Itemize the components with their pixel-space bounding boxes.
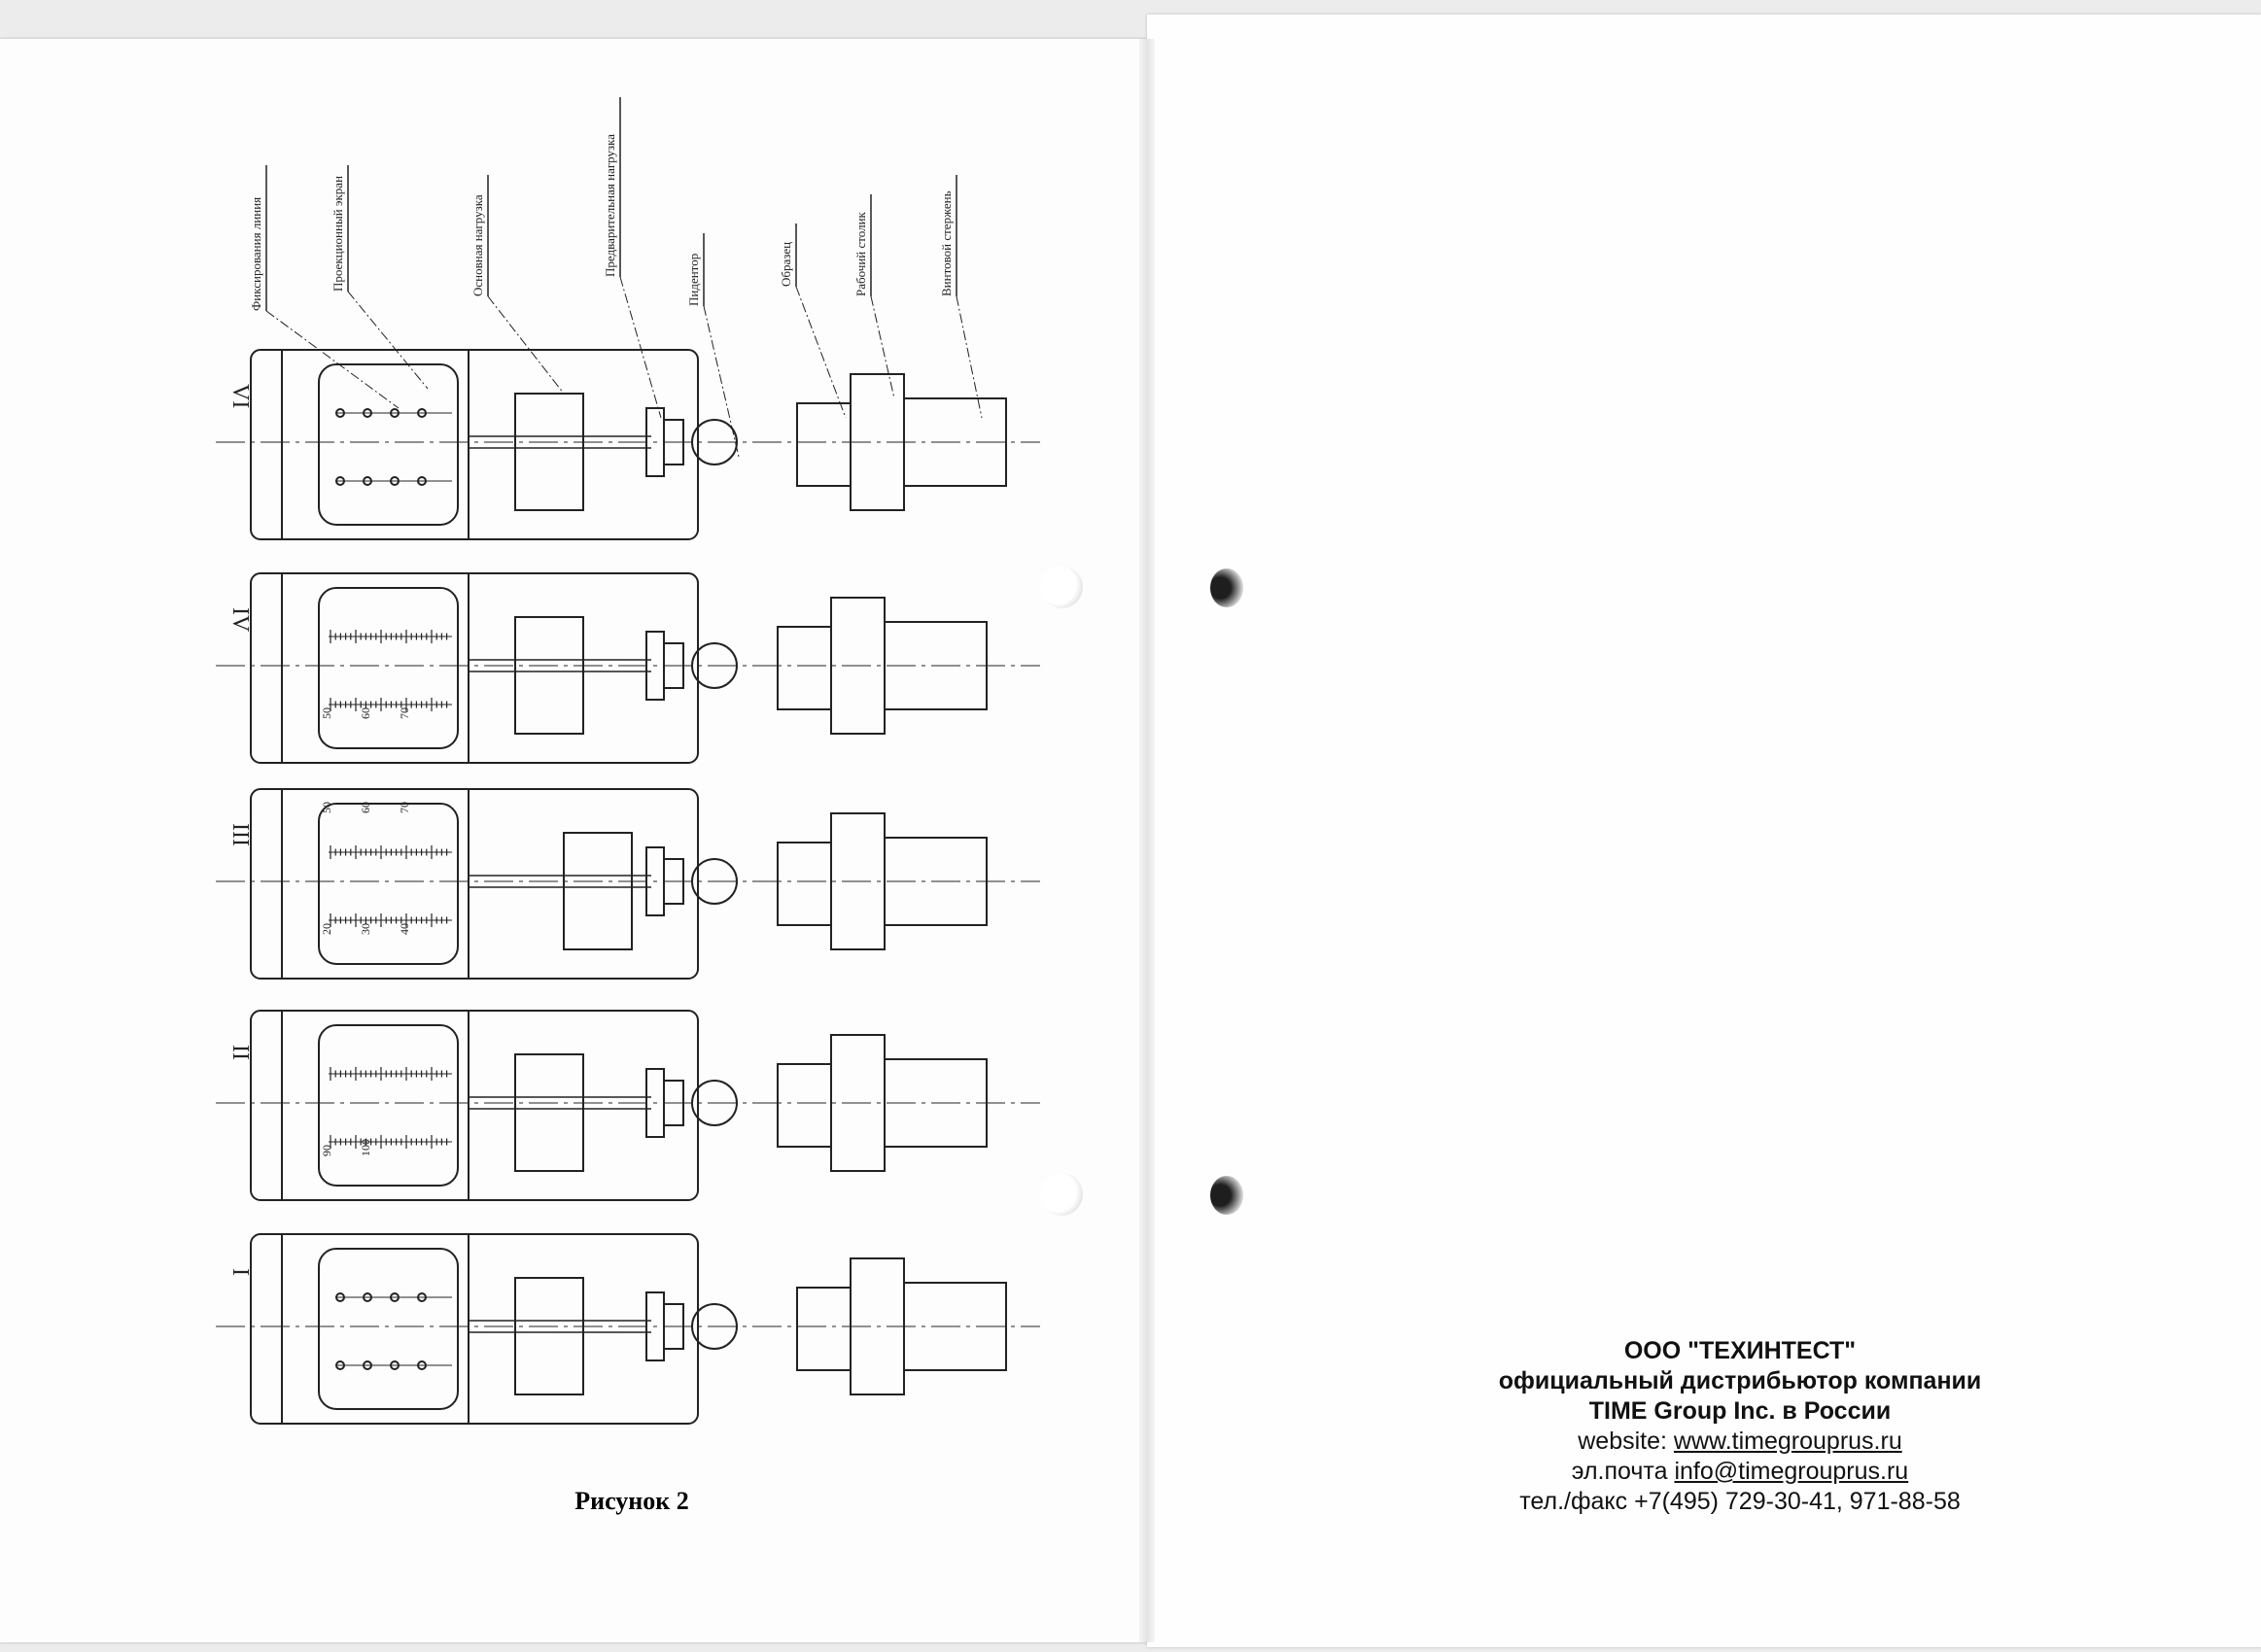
scale-label: 30	[359, 923, 372, 935]
scale-label: 50	[320, 707, 333, 719]
left-page	[0, 39, 1147, 1642]
tester-housing	[250, 1010, 699, 1201]
right-page	[1147, 15, 2261, 1647]
specimen	[777, 626, 832, 710]
punch-hole-bottom-right	[1210, 1176, 1243, 1215]
projection-screen	[318, 803, 459, 965]
company-name: ООО "ТЕХИНТЕСТ"	[1623, 1337, 1857, 1364]
scale-label: 20	[320, 923, 333, 935]
scale-label: 70	[398, 802, 411, 813]
callout-label: Пидентор	[686, 254, 701, 306]
tester-stage: II 90 100	[216, 1010, 1040, 1201]
specimen	[796, 402, 852, 487]
preload-collar	[663, 642, 684, 689]
screw-rod	[884, 1058, 988, 1148]
preload-collar	[663, 858, 684, 905]
stage-numeral: VI	[227, 384, 253, 408]
main-load-block	[563, 832, 633, 950]
scale-label: 60	[359, 707, 372, 719]
punch-hole-bottom-left	[1040, 1173, 1083, 1216]
scale-label: 100	[359, 1139, 372, 1156]
website-link[interactable]: www.timegrouprus.ru	[1673, 1428, 1902, 1455]
tester-housing	[250, 572, 699, 764]
callout-label: Образец	[779, 242, 793, 287]
scale-label: 70	[398, 707, 411, 719]
scale-label: 60	[359, 802, 372, 813]
indenter-ball	[691, 1303, 738, 1350]
main-load-block	[514, 393, 584, 511]
specimen	[777, 842, 832, 926]
email-label: эл.почта	[1571, 1458, 1675, 1485]
callout-label: Основная нагрузка	[470, 194, 485, 296]
tester-stage: III 20 30 40 50 60 70	[216, 788, 1040, 980]
screw-rod	[903, 1282, 1007, 1371]
callout-label: Винтовой стержень	[939, 190, 954, 296]
projection-screen	[318, 1024, 459, 1187]
specimen	[796, 1287, 852, 1371]
tester-housing	[250, 788, 699, 980]
website-line: website: www.timegrouprus.ru	[1400, 1427, 2080, 1457]
tester-housing	[250, 349, 699, 540]
callout-label: Фиксирования линия	[249, 197, 263, 311]
punch-hole-top-left	[1040, 566, 1083, 608]
main-load-block	[514, 1053, 584, 1172]
projection-screen	[318, 363, 459, 526]
preload-collar	[663, 1080, 684, 1126]
main-load-block	[514, 616, 584, 735]
company-info-block: ООО "ТЕХИНТЕСТ" официальный дистрибьютор…	[1400, 1336, 2080, 1517]
company-role: официальный дистрибьютор компании	[1498, 1367, 1982, 1394]
main-load-block	[514, 1277, 584, 1395]
tester-stage: VI	[216, 349, 1040, 540]
punch-hole-top-right	[1210, 568, 1243, 607]
stage-numeral: III	[227, 823, 253, 846]
screw-rod	[884, 837, 988, 926]
scale-label: 50	[320, 802, 333, 813]
tester-stage: I	[216, 1233, 1040, 1425]
figure-caption: Рисунок 2	[574, 1487, 689, 1515]
phone-line: тел./факс +7(495) 729-30-41, 971-88-58	[1519, 1488, 1961, 1515]
callout-label: Предварительная нагрузка	[603, 134, 617, 277]
callout-label: Рабочий столик	[853, 211, 868, 296]
projection-screen	[318, 587, 459, 749]
website-label: website:	[1578, 1428, 1674, 1455]
screw-rod	[903, 397, 1007, 487]
callout-labels: Фиксирования линия Проекционный экран Ос…	[249, 134, 954, 311]
tester-housing	[250, 1233, 699, 1425]
specimen	[777, 1063, 832, 1148]
indenter-ball	[691, 419, 738, 465]
callout-label: Проекционный экран	[330, 176, 345, 292]
email-line: эл.почта info@timegrouprus.ru	[1400, 1457, 2080, 1487]
email-link[interactable]: info@timegrouprus.ru	[1674, 1458, 1909, 1485]
company-brand: TIME Group Inc. в России	[1588, 1397, 1892, 1425]
indenter-ball	[691, 1080, 738, 1126]
tester-stage: IV 50 60 70	[216, 572, 1040, 764]
indenter-ball	[691, 858, 738, 905]
hardness-tester-diagram: Фиксирования линия Проекционный экран Ос…	[194, 87, 1069, 1467]
scale-label: 90	[320, 1145, 333, 1156]
stage-numeral: I	[227, 1268, 253, 1276]
screw-rod	[884, 621, 988, 710]
diagram-svg: Фиксирования линия Проекционный экран Ос…	[216, 97, 1040, 1425]
stage-numeral: II	[227, 1045, 253, 1060]
preload-collar	[663, 1303, 684, 1350]
page-spine	[1139, 39, 1155, 1642]
indenter-ball	[691, 642, 738, 689]
preload-collar	[663, 419, 684, 465]
projection-screen	[318, 1248, 459, 1410]
scale-label: 40	[398, 923, 411, 935]
stage-numeral: IV	[227, 607, 253, 633]
